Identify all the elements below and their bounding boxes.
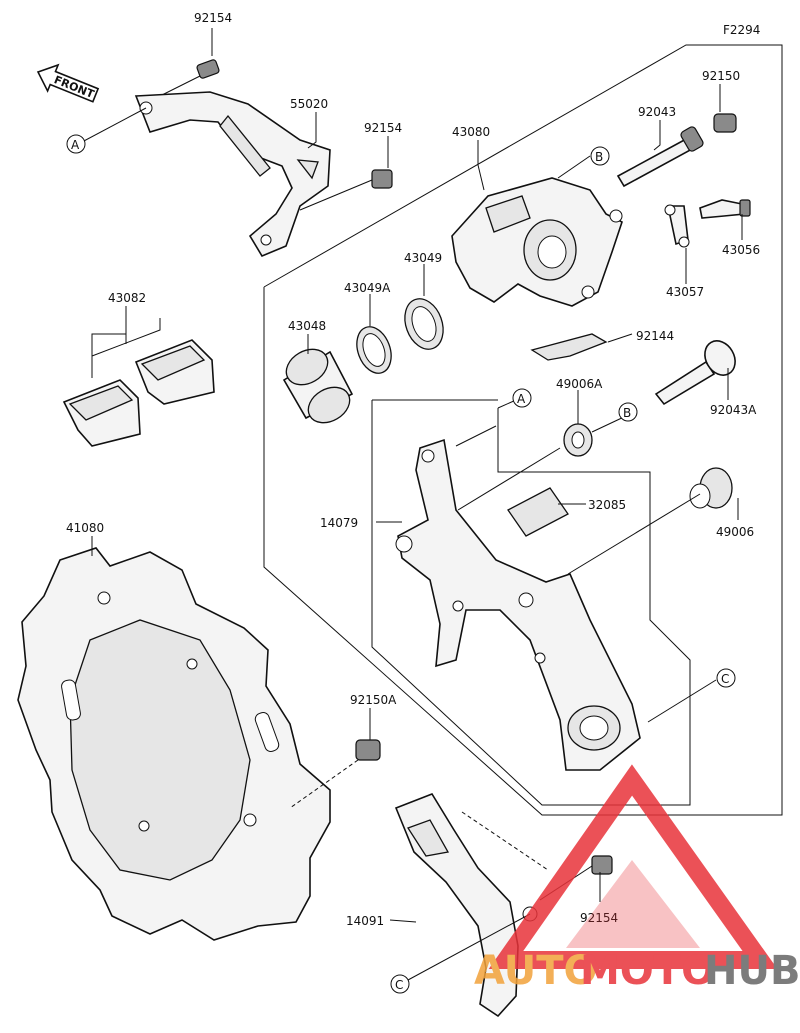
svg-text:A: A xyxy=(517,392,526,406)
pin-92043A xyxy=(654,340,736,406)
label-92150: 92150 xyxy=(702,69,740,83)
label-92043: 92043 xyxy=(638,105,676,119)
bracket-group-outline xyxy=(371,399,691,806)
spring-plate-92144 xyxy=(530,333,608,361)
svg-text:B: B xyxy=(623,406,631,420)
watermark-logo: AUTO MOTO HUB xyxy=(474,764,800,994)
front-label: FRONT xyxy=(52,73,96,101)
brake-pads-43082 xyxy=(62,318,215,447)
ref-circle-a-mid: A xyxy=(512,388,532,408)
label-32085: 32085 xyxy=(588,498,626,512)
pin-92043 xyxy=(616,126,704,188)
watermark-text-hub: HUB xyxy=(704,948,800,994)
ref-circle-a-top: A xyxy=(66,134,86,154)
seal-43049 xyxy=(404,298,444,350)
label-55020: 55020 xyxy=(290,97,328,111)
label-43056: 43056 xyxy=(722,243,760,257)
caliper-group-outline xyxy=(263,44,783,816)
label-43082: 43082 xyxy=(108,291,146,305)
part-labels: 92154 55020 92154 43080 92043 92150 4305… xyxy=(66,11,760,928)
svg-text:C: C xyxy=(721,672,729,686)
brake-disc-41080 xyxy=(17,547,331,941)
leader-lines xyxy=(81,28,743,981)
label-92154-mid: 92154 xyxy=(364,121,402,135)
label-92150A: 92150A xyxy=(350,693,397,707)
bolt-92154-top xyxy=(159,59,220,97)
svg-text:A: A xyxy=(71,138,80,152)
label-41080: 41080 xyxy=(66,521,104,535)
front-arrow-icon: FRONT xyxy=(36,63,100,103)
boot-49006A xyxy=(563,423,593,457)
watermark-text-auto: AUTO xyxy=(474,948,598,994)
label-49006: 49006 xyxy=(716,525,754,539)
label-49006A: 49006A xyxy=(556,377,603,391)
bleeder-43056 xyxy=(699,199,751,219)
disc-guard-14091 xyxy=(394,793,538,1018)
label-92154-top: 92154 xyxy=(194,11,232,25)
watermark-text-moto: MOTO xyxy=(580,948,715,994)
piston-43048 xyxy=(282,348,354,424)
label-43057: 43057 xyxy=(666,285,704,299)
spring-43057 xyxy=(664,204,690,248)
ref-circle-c-bottom: C xyxy=(390,974,410,994)
bracket-55020 xyxy=(134,91,331,258)
label-14091: 14091 xyxy=(346,914,384,928)
label-43080: 43080 xyxy=(452,125,490,139)
caliper-bracket-14079 xyxy=(395,438,641,771)
svg-text:B: B xyxy=(595,150,603,164)
pad-spring-32085 xyxy=(507,487,569,537)
seal-43049A xyxy=(356,326,392,374)
label-43048: 43048 xyxy=(288,319,326,333)
bolt-92150A xyxy=(289,739,381,809)
svg-text:C: C xyxy=(395,978,403,992)
figure-code: F2294 xyxy=(723,23,760,37)
ref-circle-c-right: C xyxy=(716,668,736,688)
label-92154-bot: 92154 xyxy=(580,911,618,925)
boot-49006 xyxy=(689,467,733,509)
label-43049: 43049 xyxy=(404,251,442,265)
cap-92150 xyxy=(713,113,737,133)
label-92043A: 92043A xyxy=(710,403,757,417)
ref-circle-b-mid: B xyxy=(618,402,638,422)
ref-circle-b-top: B xyxy=(590,146,610,166)
bolt-92154-mid xyxy=(299,169,393,211)
caliper-43080 xyxy=(451,177,623,307)
label-14079: 14079 xyxy=(320,516,358,530)
label-92144: 92144 xyxy=(636,329,674,343)
label-43049A: 43049A xyxy=(344,281,391,295)
